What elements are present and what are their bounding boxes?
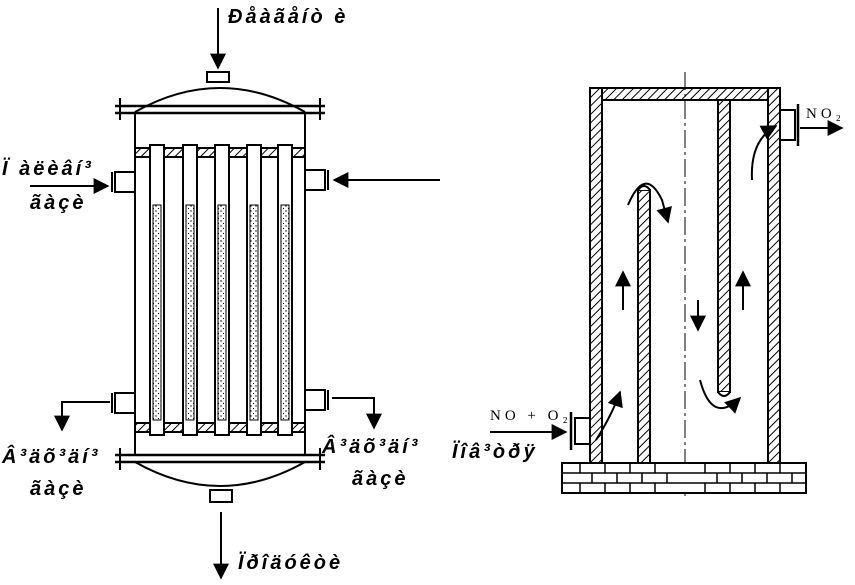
left-lower-nozzle	[114, 392, 136, 414]
right-bottom-label-line1: Â³äõ³äí³	[322, 436, 421, 458]
left-bottom-label-line1: Â³äõ³äí³	[2, 446, 101, 468]
top-nozzle	[206, 71, 230, 83]
tower-outlet-nozzle	[779, 109, 796, 141]
cooling-in-label-line1: Ï àëèâí³	[2, 158, 94, 180]
bottom-nozzle	[209, 489, 233, 503]
left-bottom-label-line2: ãàçè	[30, 478, 87, 500]
tower-right-wall	[767, 87, 781, 464]
right-bottom-label-line2: ãàçè	[352, 468, 409, 490]
tower-outlet-label: NO₂	[806, 106, 845, 122]
left-upper-nozzle	[114, 171, 136, 193]
bottom-head	[134, 461, 306, 487]
tower-left-wall	[589, 87, 603, 464]
inner-baffle-bottom	[637, 189, 651, 464]
top-head	[134, 87, 306, 113]
left-outlet-arrow	[54, 401, 110, 432]
right-outlet-arrow	[332, 397, 382, 430]
tower-inlet-label: NO + O₂	[490, 408, 572, 424]
tower-inlet-nozzle	[574, 417, 591, 445]
tube-reactor	[30, 8, 440, 580]
brick-foundation	[561, 462, 807, 494]
cooling-in-label-line2: ãàçè	[30, 192, 87, 214]
right-lower-nozzle	[304, 389, 326, 411]
top-inlet-label: Ðåàãåíò è	[228, 6, 349, 28]
right-upper-nozzle	[304, 169, 326, 191]
oxidation-tower	[490, 72, 844, 500]
air-label: Ïîâ³òðÿ	[452, 441, 538, 463]
inner-baffle-top	[717, 99, 731, 393]
tubes	[149, 144, 293, 436]
bottom-outlet-label: Ïðîäóêòè	[238, 552, 344, 574]
